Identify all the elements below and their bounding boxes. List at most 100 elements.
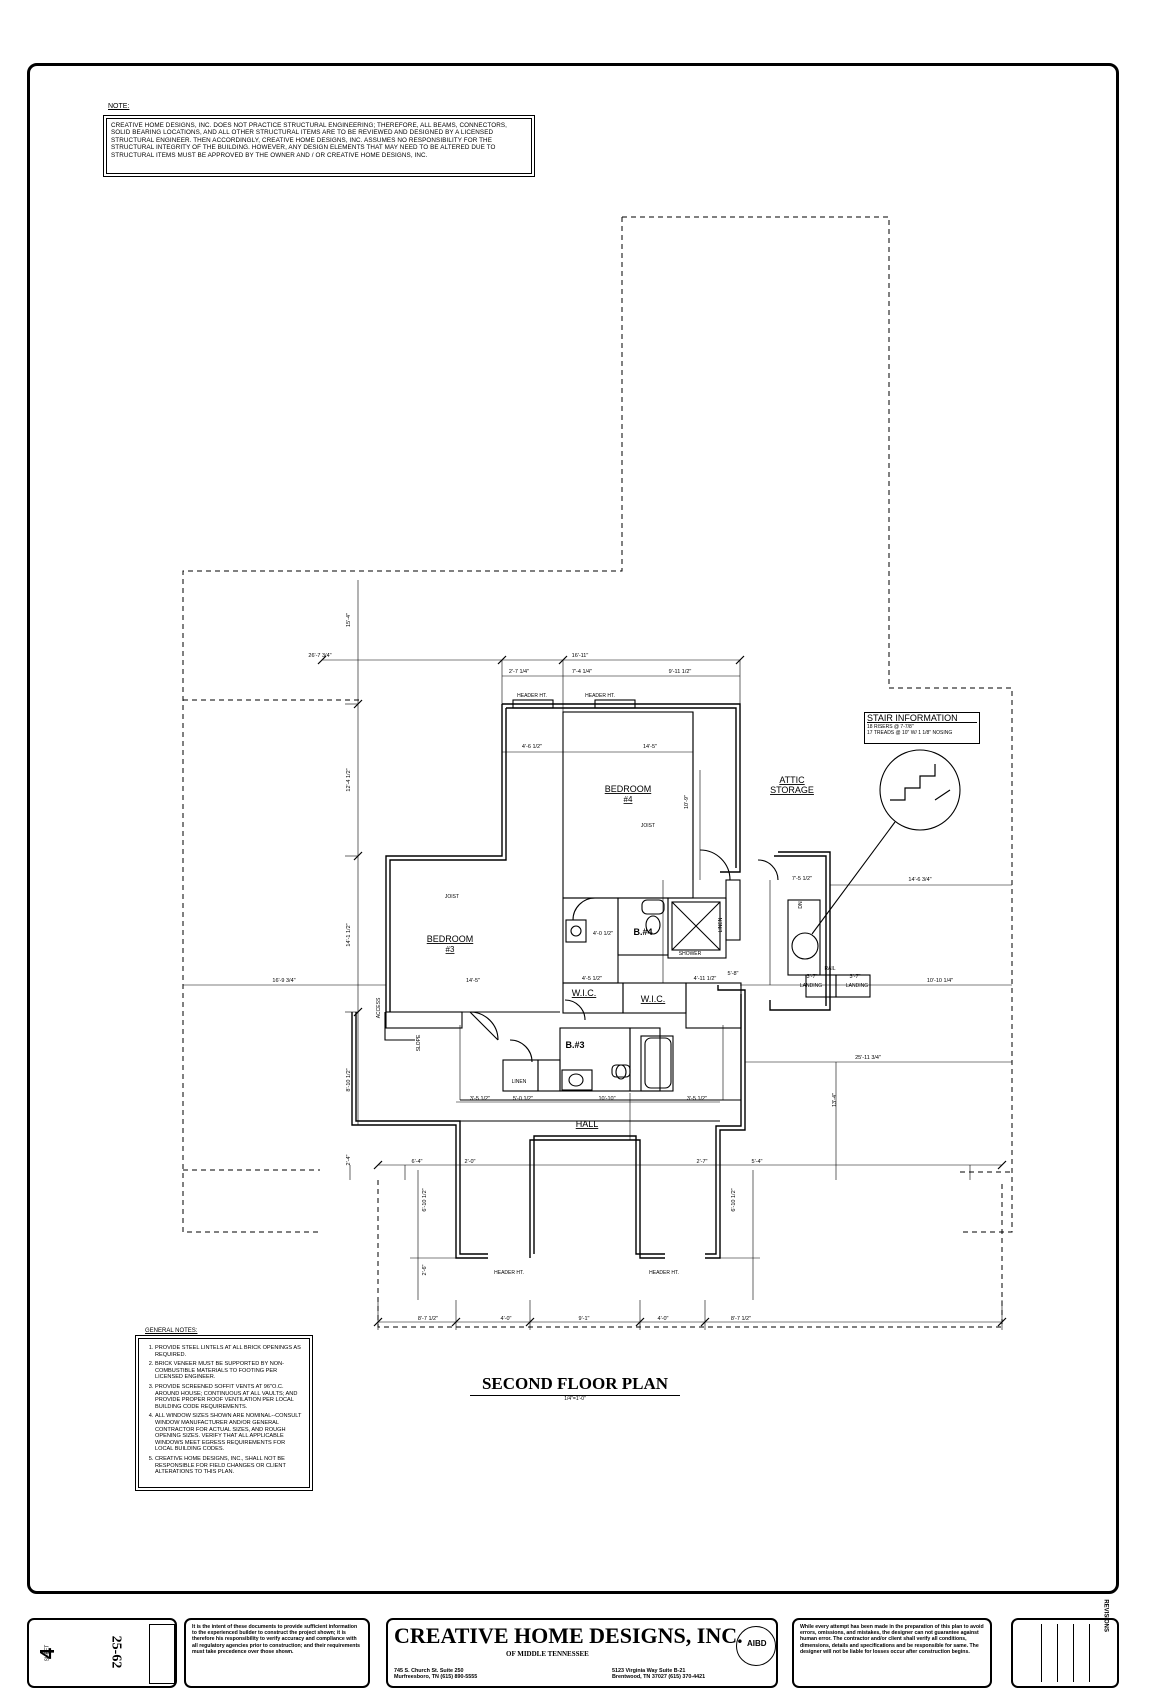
dim-text: 8'-7 1/2" xyxy=(418,1316,438,1322)
general-note-item: PROVIDE SCREENED SOFFIT VENTS AT 96"O.C.… xyxy=(155,1384,303,1410)
dim-text: 7'-4 1/4" xyxy=(572,669,592,675)
room-label-attic: ATTIC xyxy=(779,775,805,785)
stair-down-label: DN xyxy=(798,901,804,909)
dim-text: 6'-10 1/2" xyxy=(422,1188,428,1211)
dim-text: 16'-9 3/4" xyxy=(272,978,295,984)
room-label-linen1: LINEN xyxy=(512,1079,527,1085)
dim-text: 3'-7" xyxy=(807,974,818,980)
dim-text: 2'-4" xyxy=(346,1154,352,1165)
company-subtitle: OF MIDDLE TENNESSEE xyxy=(506,1650,589,1658)
dim-text: 9'-11 1/2" xyxy=(669,669,692,675)
joist-label-1: JOIST xyxy=(641,823,655,829)
dim-text: 2'-7 1/4" xyxy=(509,669,529,675)
revision-cell xyxy=(1027,1624,1042,1682)
note-label: NOTE: xyxy=(108,103,130,110)
landing-label-2: LANDING xyxy=(846,983,868,989)
dim-text: 2'-0" xyxy=(465,1159,476,1165)
header-height-label: HEADER HT. xyxy=(494,1270,524,1276)
dim-text: 14'-5" xyxy=(466,978,480,984)
dim-text: 14'-1 1/2" xyxy=(346,923,352,946)
room-label-linen2: LINEN xyxy=(718,917,724,932)
dim-text: 15'-4" xyxy=(346,613,352,627)
dim-text: 5'-4" xyxy=(752,1159,763,1165)
dim-text: 9'-1" xyxy=(579,1316,590,1322)
dim-text: 4'-11 1/2" xyxy=(694,976,717,982)
dim-text: 6'-10 1/2" xyxy=(731,1188,737,1211)
dim-text: 25'-11 3/4" xyxy=(855,1055,881,1061)
office-address-2: 5123 Virginia Way Suite B-21 Brentwood, … xyxy=(612,1668,705,1681)
dimension-ticks xyxy=(317,655,1007,1327)
dim-text: 2'-7" xyxy=(697,1159,708,1165)
dim-text: 10'-9" xyxy=(684,795,690,809)
room-label-bath4: B.#4 xyxy=(633,927,652,937)
header-height-label: HEADER HT. xyxy=(585,693,615,699)
dim-text: 6'-4" xyxy=(412,1159,423,1165)
dim-text: 4'-0 1/2" xyxy=(593,931,613,937)
dim-text: 5'-8" xyxy=(728,971,739,977)
general-note-item: CREATIVE HOME DESIGNS, INC., SHALL NOT B… xyxy=(155,1456,303,1476)
stair-info-title: STAIR INFORMATION xyxy=(867,714,977,723)
seal-text: AIBD xyxy=(747,1639,767,1648)
dim-text: 8'-10 1/2" xyxy=(346,1068,352,1091)
dim-text: 12'-4 1/2" xyxy=(346,768,352,791)
warning-block: While every attempt has been made in the… xyxy=(792,1618,992,1688)
revisions-block: REVISIONS xyxy=(1011,1599,1119,1688)
dim-text: 5'-0 1/2" xyxy=(513,1096,533,1102)
dim-text: 10'-10 1/4" xyxy=(927,978,953,984)
dim-text: 16'-11" xyxy=(572,653,589,659)
dim-text: 14'-6 3/4" xyxy=(908,877,931,883)
room-label-bedroom4: BEDROOM xyxy=(605,784,652,794)
dim-text: 3'-7" xyxy=(850,974,861,980)
room-label-bath3: B.#3 xyxy=(565,1040,584,1050)
job-number: 25-62 xyxy=(108,1635,124,1669)
plan-title: SECOND FLOOR PLAN xyxy=(470,1374,680,1396)
room-label-shower: SHOWER xyxy=(679,951,702,957)
revisions-label: REVISIONS xyxy=(1103,1599,1109,1632)
sheet-number-block: 4 SHEET 25-62 xyxy=(27,1618,177,1688)
header-height-label: HEADER HT. xyxy=(517,693,547,699)
room-number-bedroom4: #4 xyxy=(624,795,633,804)
room-number-bedroom3: #3 xyxy=(446,945,455,954)
stair-info-treads: 17 TREADS @ 10" W/ 1 1/8" NOSING xyxy=(867,730,953,736)
room-label-storage: STORAGE xyxy=(770,785,814,795)
interior-walls xyxy=(384,699,961,1122)
dim-text: 8'-7 1/2" xyxy=(731,1316,751,1322)
dim-text: 4'-0" xyxy=(658,1316,669,1322)
plan-scale: 1/4"=1'-0" xyxy=(564,1396,586,1402)
company-block: CREATIVE HOME DESIGNS, INC. OF MIDDLE TE… xyxy=(386,1618,778,1688)
company-name: CREATIVE HOME DESIGNS, INC. xyxy=(394,1623,743,1648)
date-box xyxy=(149,1624,175,1684)
stair-information-box: STAIR INFORMATION 18 RISERS @ 7-7/8" 17 … xyxy=(864,712,980,744)
dim-text: 4'-0" xyxy=(501,1316,512,1322)
office-address-2-line2: Brentwood, TN 37027 (615) 370-4421 xyxy=(612,1674,706,1681)
header-height-label: HEADER HT. xyxy=(649,1270,679,1276)
room-label-wic1: W.I.C. xyxy=(572,988,597,998)
revision-cell xyxy=(1075,1624,1090,1682)
drawing-sheet-border xyxy=(27,63,1119,1594)
rail-label: RAIL xyxy=(824,966,835,972)
general-notes-label: GENERAL NOTES: xyxy=(145,1328,198,1334)
dim-text: 13'-4" xyxy=(832,1093,838,1107)
joist-label-2: JOIST xyxy=(445,894,459,900)
dim-text: 10'-10" xyxy=(598,1096,615,1102)
dim-text: 3'-5 1/2" xyxy=(687,1096,707,1102)
landing-label-1: LANDING xyxy=(800,983,822,989)
dim-text: 3'-5 1/2" xyxy=(470,1096,490,1102)
office-address-1-line1: 745 S. Church St. Suite 250 xyxy=(394,1668,464,1674)
access-label: ACCESS xyxy=(376,997,382,1018)
dim-text: 14'-5" xyxy=(643,744,657,750)
office-address-1: 745 S. Church St. Suite 250 Murfreesboro… xyxy=(394,1668,477,1681)
roof-outline xyxy=(182,216,1013,1328)
room-label-bedroom3: BEDROOM xyxy=(427,934,474,944)
general-note-item: ALL WINDOW SIZES SHOWN ARE NOMINAL--CONS… xyxy=(155,1413,303,1453)
dim-text: 4'-6 1/2" xyxy=(522,744,542,750)
dim-text: 2'-6" xyxy=(422,1264,428,1275)
general-note-item: PROVIDE STEEL LINTELS AT ALL BRICK OPENI… xyxy=(155,1345,303,1358)
dim-text: 7'-5 1/2" xyxy=(792,876,812,882)
slope-label: SLOPE xyxy=(416,1034,422,1051)
general-notes-box: PROVIDE STEEL LINTELS AT ALL BRICK OPENI… xyxy=(135,1335,313,1491)
dimension-lines xyxy=(183,580,1012,1330)
disclaimer-block: It is the intent of these documents to p… xyxy=(184,1618,370,1688)
office-address-2-line1: 5123 Virginia Way Suite B-21 xyxy=(612,1668,686,1674)
